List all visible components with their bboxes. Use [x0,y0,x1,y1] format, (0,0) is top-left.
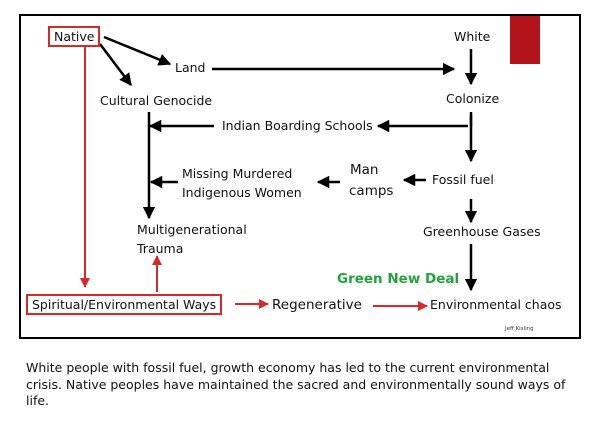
arrow-native-to-cultural-genocide [99,43,132,86]
arrow-native-to-land [103,35,172,66]
node-missing-murdered-line2: Indigenous Women [182,185,302,200]
node-native: Native [48,26,101,47]
node-cultural-genocide: Cultural Genocide [100,93,213,108]
caption-text: White people with fossil fuel, growth ec… [26,360,566,408]
red-accent-block [510,16,540,64]
node-man-camps-line2: camps [349,183,394,199]
node-fossil-fuel: Fossil fuel [432,172,494,187]
node-green-new-deal: Green New Deal [337,271,460,287]
node-multigenerational-line1: Multigenerational [137,222,247,237]
node-multigenerational-line2: Trauma [137,241,184,256]
node-land: Land [175,60,206,75]
node-indian-boarding-schools: Indian Boarding Schools [222,118,373,133]
node-white: White [454,29,491,44]
node-spiritual-environmental-ways: Spiritual/Environmental Ways [26,294,223,315]
node-greenhouse-gases: Greenhouse Gases [423,224,541,239]
node-environmental-chaos: Environmental chaos [430,297,562,312]
node-man-camps-line1: Man [350,162,379,178]
node-missing-murdered-line1: Missing Murdered [182,166,293,181]
node-colonize: Colonize [446,91,500,106]
credit-text: Jeff Kisling [505,326,534,332]
node-regenerative: Regenerative [272,297,362,313]
